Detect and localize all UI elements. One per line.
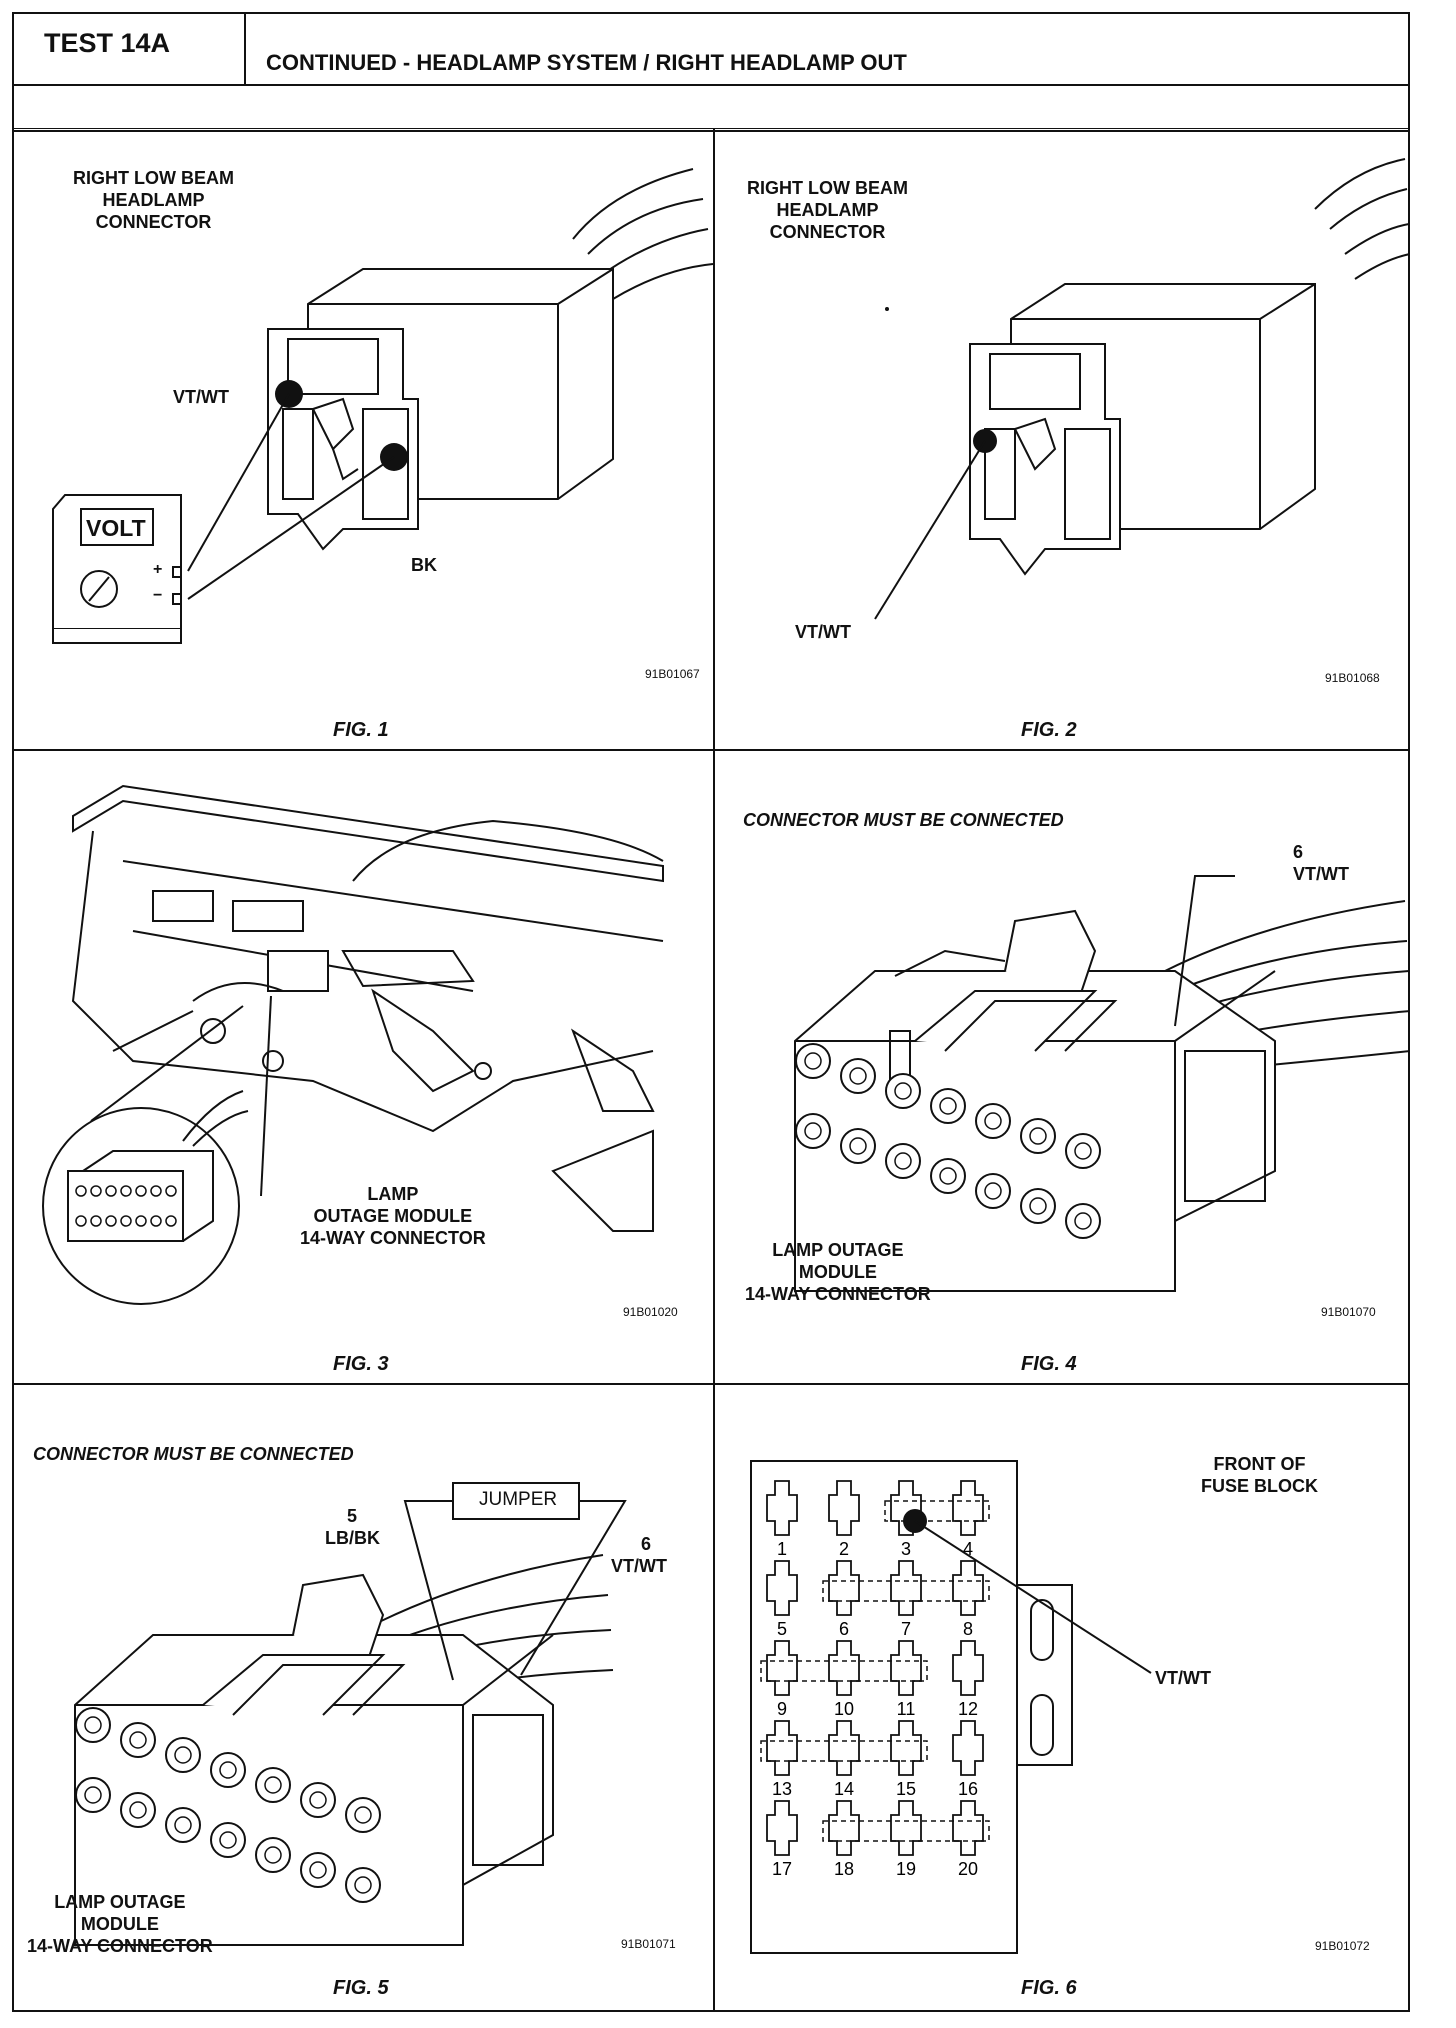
test-id: TEST 14A [14, 14, 246, 86]
figure-code: 91B01067 [645, 667, 700, 681]
fuse-number: 5 [777, 1619, 787, 1639]
headlamp-connector-voltmeter-drawing [52, 168, 713, 644]
fuse-number: 6 [839, 1619, 849, 1639]
fuse-slot [952, 1800, 984, 1856]
fuse-slot [952, 1640, 984, 1696]
vehicle-dash-module-location-drawing [42, 784, 664, 1305]
fuse-number: 13 [772, 1779, 792, 1799]
fuse-number: 4 [963, 1539, 973, 1559]
module-connector-zoom-icon [42, 1090, 249, 1305]
fuse-bridge [760, 1740, 928, 1762]
fuse-bridge [760, 1660, 928, 1682]
fuse-slot [952, 1480, 984, 1536]
fuse-number: 16 [958, 1779, 978, 1799]
wire-label-bk: BK [411, 555, 437, 575]
page-title: CONTINUED - HEADLAMP SYSTEM / RIGHT HEAD… [266, 50, 907, 75]
fuse-slot [890, 1720, 922, 1776]
module-label: LAMP OUTAGE MODULE 14-WAY CONNECTOR [300, 1184, 486, 1248]
fuse-slot [828, 1720, 860, 1776]
fuse-slot [766, 1720, 798, 1776]
fuse-bridge [822, 1580, 990, 1602]
pin-5-number: 5 [347, 1506, 358, 1526]
header-strip [14, 86, 1408, 132]
fig-4-panel: CONNECTOR MUST BE CONNECTED 6 VT/WT LAMP… [714, 750, 1410, 1384]
fuse-bridge [884, 1500, 990, 1522]
fuse-slot [766, 1560, 798, 1616]
connector-label: RIGHT LOW BEAM HEADLAMP CONNECTOR [73, 168, 234, 232]
fuse-slot [890, 1560, 922, 1616]
pin-5-wire-label: LB/BK [325, 1528, 380, 1548]
jumper-label: JUMPER [479, 1489, 558, 1510]
fig-5-panel: CONNECTOR MUST BE CONNECTED JUMPER 5 LB/… [12, 1384, 714, 2012]
header-row: TEST 14A CONTINUED - HEADLAMP SYSTEM / R… [14, 14, 1408, 86]
fuse-slot [766, 1640, 798, 1696]
meter-minus-label: − [153, 587, 163, 604]
headlamp-connector-drawing [874, 158, 1409, 620]
fuse-number: 11 [897, 1699, 916, 1719]
module-label: LAMP OUTAGE MODULE 14-WAY CONNECTOR [27, 1892, 213, 1956]
figure-code: 91B01071 [621, 1937, 676, 1951]
figure-caption: FIG. 4 [1021, 1353, 1077, 1375]
module-connector-jumper-drawing [74, 1482, 627, 1946]
figure-caption: FIG. 5 [333, 1977, 389, 1999]
wire-label-vt-wt: VT/WT [173, 387, 229, 407]
pin-6-number: 6 [641, 1534, 652, 1554]
module-label: LAMP OUTAGE MODULE 14-WAY CONNECTOR [745, 1240, 931, 1304]
fuse-number: 2 [839, 1539, 849, 1559]
fuse-number: 7 [901, 1619, 911, 1639]
fig-2-panel: RIGHT LOW BEAM HEADLAMP CONNECTOR VT/WT … [714, 128, 1410, 750]
fuse-number: 18 [834, 1859, 854, 1879]
pin-wire-label: VT/WT [1293, 864, 1349, 884]
fuse-number: 17 [772, 1859, 792, 1879]
pin-number: 6 [1293, 842, 1304, 862]
fuse-number: 8 [963, 1619, 973, 1639]
fuse-slot [952, 1560, 984, 1616]
pin-6-wire-label: VT/WT [611, 1556, 667, 1576]
fuse-slot [828, 1640, 860, 1696]
fuse-number: 19 [896, 1859, 916, 1879]
meter-plus-label: + [153, 561, 163, 578]
fuse-slot [828, 1800, 860, 1856]
fuse-number: 15 [896, 1779, 916, 1799]
figure-caption: FIG. 1 [333, 719, 389, 741]
fuse-slot [890, 1480, 922, 1536]
meter-volt-label: VOLT [86, 515, 146, 541]
wire-label-vt-wt: VT/WT [1155, 1668, 1211, 1688]
fuse-block-label: FRONT OF FUSE BLOCK [1201, 1454, 1318, 1496]
fuse-number: 3 [901, 1539, 911, 1559]
figure-code: 91B01070 [1321, 1305, 1376, 1319]
fuse-slot [828, 1480, 860, 1536]
figure-code: 91B01072 [1315, 1939, 1370, 1953]
module-14-way-connector-drawing [794, 875, 1409, 1292]
figure-caption: FIG. 6 [1021, 1977, 1077, 1999]
figure-code: 91B01068 [1325, 671, 1380, 685]
fuse-number: 12 [958, 1699, 978, 1719]
figure-caption: FIG. 3 [333, 1353, 389, 1375]
fig-3-panel: LAMP OUTAGE MODULE 14-WAY CONNECTOR 91B0… [12, 750, 714, 1384]
connector-label: RIGHT LOW BEAM HEADLAMP CONNECTOR [747, 178, 908, 242]
fuse-bridge [822, 1820, 990, 1842]
fuse-number: 10 [834, 1699, 854, 1719]
connection-note: CONNECTOR MUST BE CONNECTED [33, 1444, 354, 1464]
fuse-slot [766, 1480, 798, 1536]
wire-label-vt-wt: VT/WT [795, 622, 851, 642]
fuse-slot [890, 1640, 922, 1696]
fuse-number: 1 [777, 1539, 787, 1559]
fuse-number: 20 [958, 1859, 978, 1879]
fuse-number: 14 [834, 1779, 854, 1799]
fuse-slot [766, 1800, 798, 1856]
figure-code: 91B01020 [623, 1305, 678, 1319]
fuse-slot [890, 1800, 922, 1856]
figure-caption: FIG. 2 [1021, 719, 1077, 741]
voltmeter-icon [52, 494, 182, 644]
connection-note: CONNECTOR MUST BE CONNECTED [743, 810, 1064, 830]
fig-1-panel: RIGHT LOW BEAM HEADLAMP CONNECTOR VT/WT … [12, 128, 714, 750]
fuse-number: 9 [777, 1699, 787, 1719]
fuse-slot [952, 1720, 984, 1776]
fuse-slot [828, 1560, 860, 1616]
